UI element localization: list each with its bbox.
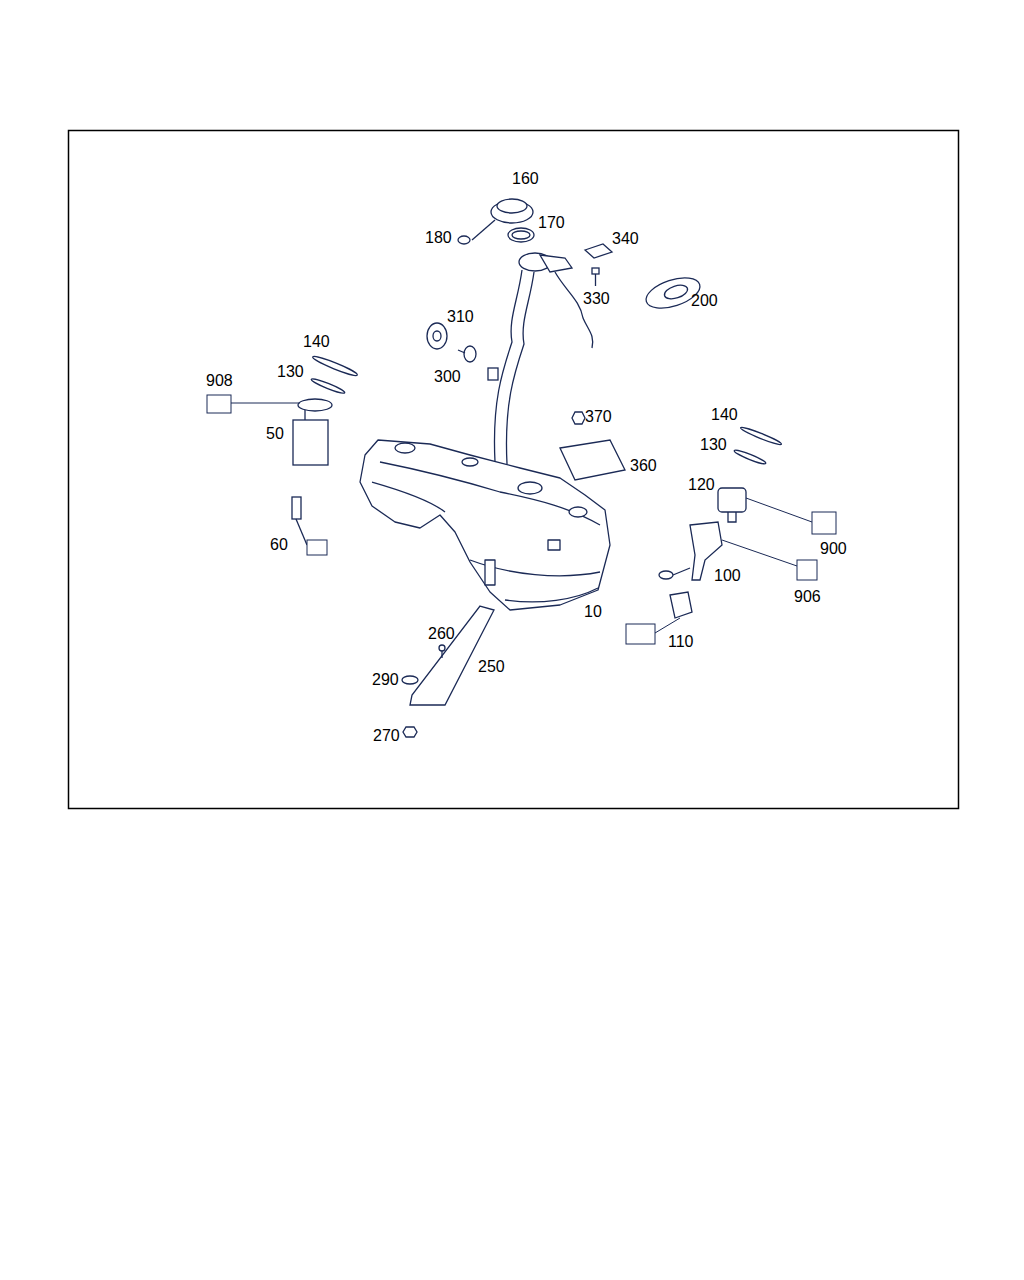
callout-number: 120 [688, 477, 715, 493]
small-parts-shape [497, 199, 527, 213]
callout-number: 50 [266, 426, 284, 442]
filler-neck-shape [540, 255, 572, 272]
fuel-tank-shape [485, 560, 495, 585]
filler-neck-shape [555, 272, 593, 348]
filler-neck-shape [488, 368, 498, 380]
leader-lines [207, 395, 836, 644]
leader-lines-shape [746, 498, 812, 522]
callout-number: 370 [585, 409, 612, 425]
small-parts-shape [595, 274, 596, 286]
small-parts-shape [458, 236, 470, 244]
callout-number: 340 [612, 231, 639, 247]
small-parts-shape [472, 220, 495, 240]
callout-number: 300 [434, 369, 461, 385]
callout-number: 130 [277, 364, 304, 380]
fuel-tank-shape [380, 462, 600, 525]
leader-lines-shape [207, 395, 231, 413]
small-parts-shape [512, 231, 530, 239]
callout-number: 100 [714, 568, 741, 584]
small-parts-shape [403, 727, 417, 737]
small-parts-shape [740, 425, 783, 446]
small-parts-shape [433, 331, 441, 341]
leader-lines-shape [655, 618, 680, 633]
callout-number: 140 [711, 407, 738, 423]
callout-number: 140 [303, 334, 330, 350]
fuel-tank-shape [372, 482, 445, 512]
callout-number: 260 [428, 626, 455, 642]
callout-number: 110 [668, 634, 694, 650]
callout-number: 270 [373, 728, 400, 744]
small-parts-shape [592, 268, 599, 274]
frame-border [69, 131, 959, 809]
fuel-tank-shape [395, 443, 415, 453]
callout-number: 180 [425, 230, 452, 246]
small-parts-shape [427, 323, 447, 349]
callout-number: 900 [820, 541, 847, 557]
small-parts-shape [728, 512, 736, 522]
small-parts-shape [663, 283, 690, 302]
fuel-tank-shape [518, 482, 542, 494]
callout-number: 160 [512, 171, 539, 187]
small-parts-shape [673, 568, 690, 575]
small-parts-shape [310, 377, 345, 395]
small-parts-shape [439, 645, 445, 651]
small-parts-shape [402, 676, 418, 684]
callout-number: 250 [478, 659, 505, 675]
small-parts-shape [410, 606, 494, 705]
small-parts-shape [560, 440, 625, 480]
leader-lines-shape [797, 560, 817, 580]
leader-lines-shape [307, 540, 327, 555]
fuel-tank-shape [548, 540, 560, 550]
callout-number: 908 [206, 373, 233, 389]
callout-number: 360 [630, 458, 657, 474]
small-parts-shape [733, 448, 766, 465]
small-parts-shape [304, 410, 305, 420]
small-parts-shape [312, 354, 359, 378]
small-parts-shape [292, 497, 301, 519]
small-parts-shape [585, 244, 612, 258]
callout-number: 310 [447, 309, 474, 325]
filler-neck-shape [494, 270, 522, 462]
small-parts-shape [293, 420, 328, 465]
fuel-tank-shape [569, 507, 587, 517]
small-parts-shape [718, 488, 746, 512]
callout-number: 290 [372, 672, 399, 688]
filler-neck-shape [506, 272, 534, 464]
callout-number: 906 [794, 589, 821, 605]
fuel-tank-shape [505, 588, 598, 602]
callout-number: 200 [691, 293, 718, 309]
callout-number: 130 [700, 437, 727, 453]
small-parts-shape [464, 346, 476, 362]
small-parts-shape [572, 412, 585, 424]
callout-number: 330 [583, 291, 610, 307]
small-parts-shape [298, 399, 332, 411]
small-parts-shape [458, 350, 465, 353]
small-parts-shape [670, 592, 692, 618]
filler-neck [488, 253, 593, 464]
small-parts-shape [508, 228, 534, 242]
small-parts [292, 199, 782, 737]
callout-number: 10 [584, 604, 602, 620]
leader-lines-shape [626, 624, 655, 644]
callout-number: 170 [538, 215, 565, 231]
small-parts-shape [296, 519, 307, 545]
leader-lines-shape [231, 403, 300, 404]
leader-lines-shape [722, 540, 797, 566]
small-parts-shape [659, 571, 673, 579]
leader-lines-shape [812, 512, 836, 534]
small-parts-shape [441, 651, 442, 658]
fuel-tank-shape [462, 458, 478, 466]
callout-number: 60 [270, 537, 288, 553]
